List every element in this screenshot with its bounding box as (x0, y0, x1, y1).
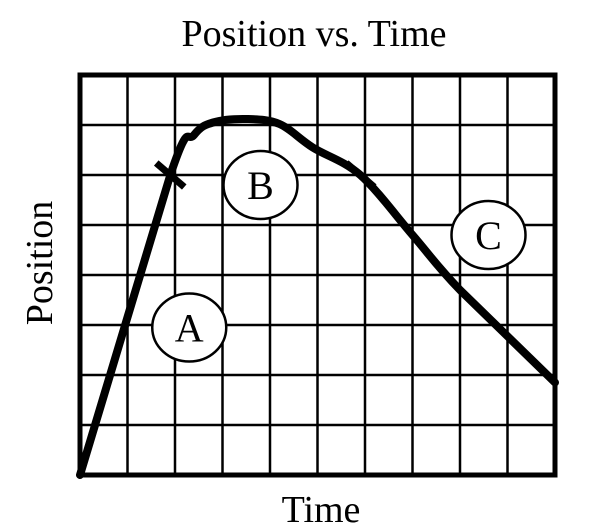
annotation-circle (450, 199, 527, 271)
segment-annotations: A B C (151, 149, 527, 363)
chart-title: Position vs. Time (181, 13, 446, 55)
annotation-label: B (247, 163, 274, 208)
grid-lines (80, 75, 555, 475)
segment-marker-1 (153, 160, 187, 190)
annotation-label: A (175, 306, 204, 351)
annotation-c: C (450, 199, 527, 271)
annotation-circle (151, 292, 228, 363)
annotation-label: C (475, 213, 502, 258)
segment-marker-2 (343, 160, 377, 190)
segment-markers (153, 160, 377, 190)
x-axis-label: Time (282, 489, 361, 531)
annotation-circle (222, 149, 299, 221)
annotation-b: B (222, 149, 299, 221)
plot-frame (77, 72, 558, 478)
y-axis-label: Position (19, 201, 61, 326)
annotation-a: A (151, 292, 228, 363)
